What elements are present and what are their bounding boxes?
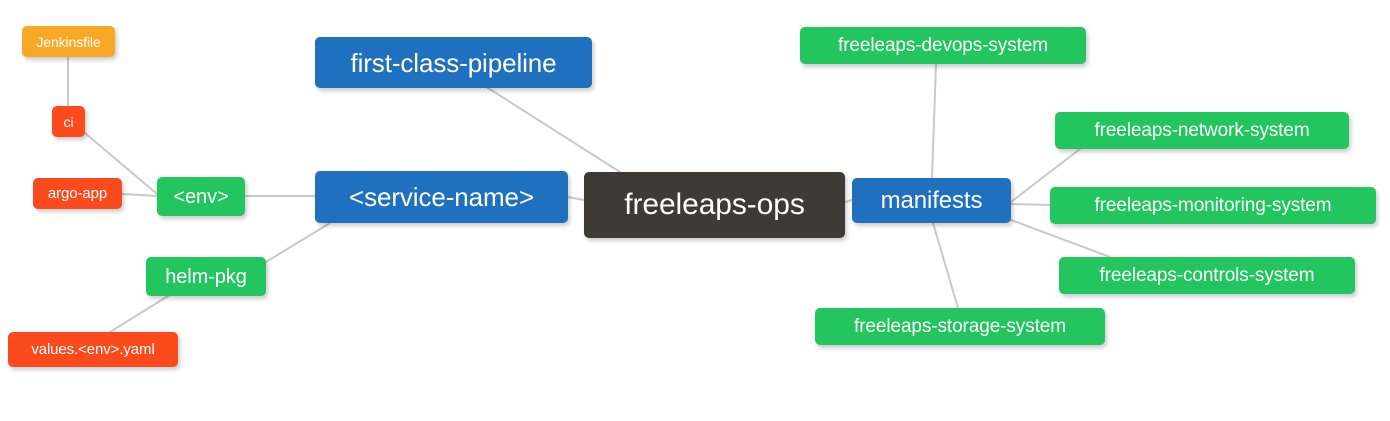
node-freeleaps-ops[interactable]: freeleaps-ops [584,172,845,238]
edge-service-name-to-freeleaps-ops [567,196,585,201]
edge-argo-app-to-env [121,193,158,197]
node-first-class-pipeline[interactable]: first-class-pipeline [315,37,592,88]
node-label-freeleaps-network-system: freeleaps-network-system [1094,120,1310,141]
edge-manifests-to-freeleaps-monitoring-system [1010,203,1051,206]
node-env[interactable]: <env> [157,177,245,216]
node-jenkinsfile[interactable]: Jenkinsfile [22,26,115,57]
node-label-ci: ci [63,113,74,130]
node-ci[interactable]: ci [52,106,85,137]
node-argo-app[interactable]: argo-app [33,178,122,209]
node-label-freeleaps-monitoring-system: freeleaps-monitoring-system [1094,195,1332,216]
node-label-argo-app: argo-app [47,185,108,202]
node-label-freeleaps-storage-system: freeleaps-storage-system [854,316,1066,337]
node-label-freeleaps-controls-system: freeleaps-controls-system [1099,265,1315,286]
node-freeleaps-monitoring-system[interactable]: freeleaps-monitoring-system [1050,187,1376,224]
edge-first-class-pipeline-to-freeleaps-ops [487,87,621,173]
edge-manifests-to-freeleaps-controls-system [1010,219,1111,258]
node-freeleaps-devops-system[interactable]: freeleaps-devops-system [800,27,1086,64]
node-freeleaps-storage-system[interactable]: freeleaps-storage-system [815,308,1105,345]
node-label-values-yaml: values.<env>.yaml [31,341,155,358]
node-label-freeleaps-devops-system: freeleaps-devops-system [838,35,1048,56]
node-label-freeleaps-ops: freeleaps-ops [624,188,805,221]
edge-manifests-to-freeleaps-storage-system [932,222,959,309]
node-helm-pkg[interactable]: helm-pkg [146,257,266,296]
edge-freeleaps-ops-to-manifests [844,199,853,203]
node-freeleaps-network-system[interactable]: freeleaps-network-system [1055,112,1349,149]
edge-helm-pkg-to-values-yaml [109,295,169,333]
node-label-env: <env> [173,185,229,208]
node-manifests[interactable]: manifests [852,178,1011,223]
node-label-helm-pkg: helm-pkg [165,265,247,288]
node-values-yaml[interactable]: values.<env>.yaml [8,332,178,367]
node-service-name[interactable]: <service-name> [315,171,568,223]
node-freeleaps-controls-system[interactable]: freeleaps-controls-system [1059,257,1355,294]
node-label-service-name: <service-name> [348,182,535,212]
edge-service-name-to-helm-pkg [265,222,331,263]
node-label-jenkinsfile: Jenkinsfile [36,33,101,50]
node-label-first-class-pipeline: first-class-pipeline [350,47,557,78]
edge-manifests-to-freeleaps-devops-system [931,63,937,179]
node-label-manifests: manifests [880,186,983,214]
